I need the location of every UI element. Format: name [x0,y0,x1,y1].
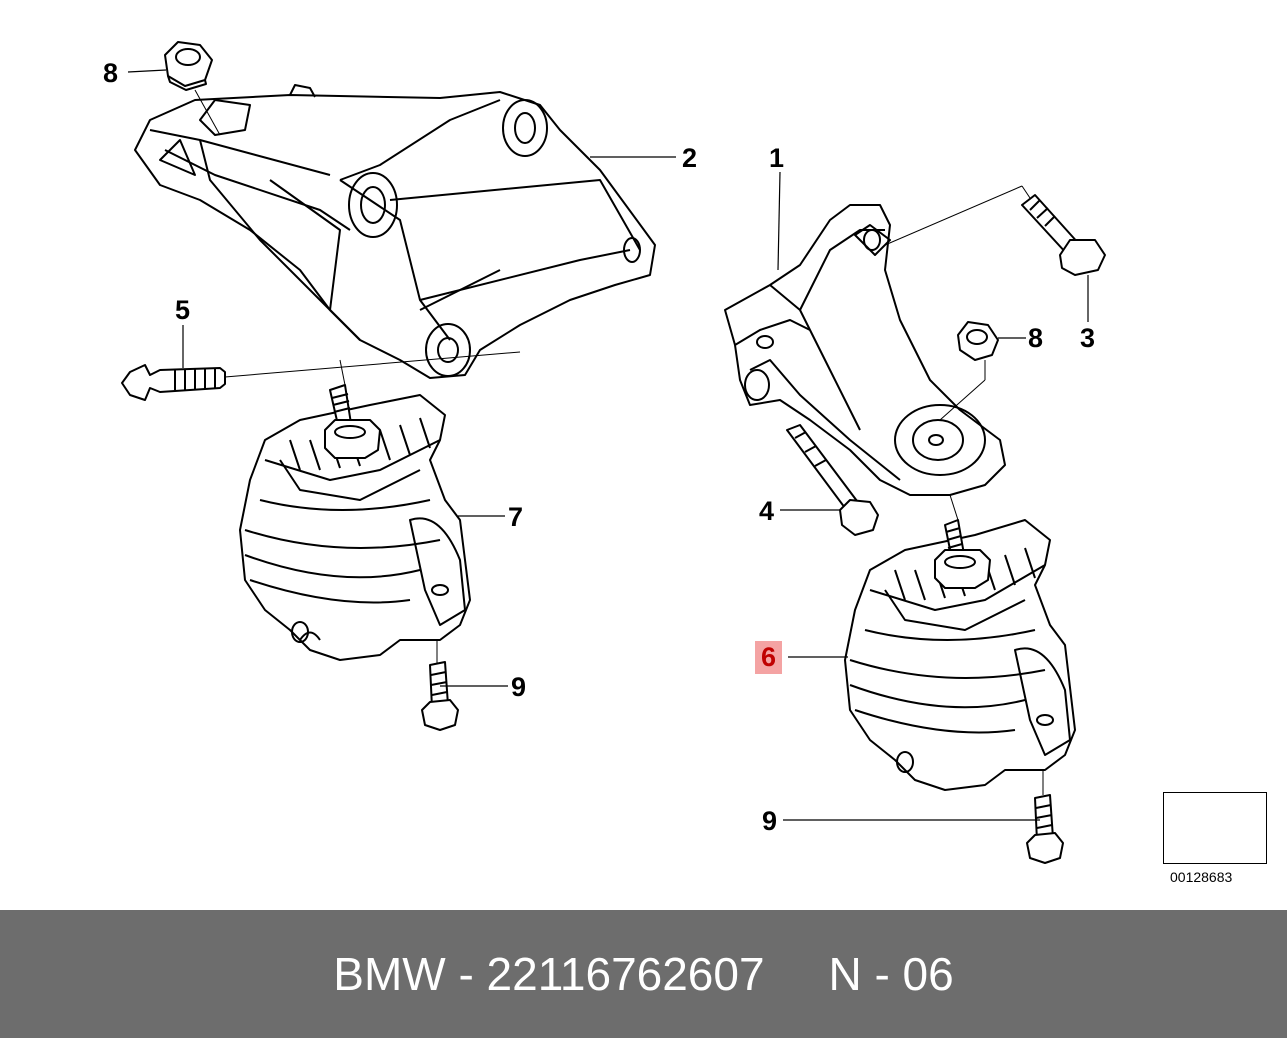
nut-part-8-right [957,321,999,361]
mount-part-6 [844,519,1076,791]
bolt-part-5 [121,364,226,401]
reference-number: 00128683 [1170,869,1233,885]
callout-8-right: 8 [1028,323,1044,353]
bolt-part-9-right [1026,794,1064,864]
parts-diagram [121,41,1256,864]
assembly-lines [194,89,1044,795]
callout-8-left: 8 [103,58,119,88]
bolt-part-9-left [421,661,459,731]
callout-1: 1 [769,143,785,173]
callout-9-right: 9 [762,806,778,836]
callout-9-left: 9 [511,672,527,702]
bolt-part-3 [1021,194,1106,276]
reference-box [1163,792,1267,864]
mount-part-7 [239,384,471,661]
arm-part-1 [724,204,1006,496]
callout-3: 3 [1080,323,1096,353]
bracket-part-2 [134,84,656,379]
leader-lines [127,69,1089,821]
nut-part-8-left [164,41,213,91]
callout-6-highlighted: 6 [755,641,783,674]
footer-caption: BMW - 22116762607 N - 06 [333,948,954,1000]
footer-bar: BMW - 22116762607 N - 06 [0,910,1287,1038]
callout-5: 5 [175,295,191,325]
bolt-part-4 [786,424,879,536]
callout-2: 2 [682,143,698,173]
callout-4: 4 [759,496,775,526]
callout-7: 7 [508,502,524,532]
